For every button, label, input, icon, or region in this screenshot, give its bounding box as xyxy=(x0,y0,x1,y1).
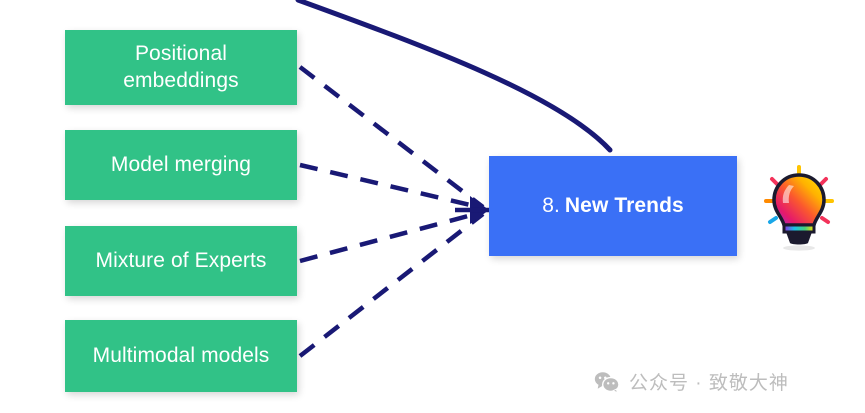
incoming-curve-edge xyxy=(295,0,613,153)
node-mixture-of-experts[interactable]: Mixture of Experts xyxy=(65,226,297,296)
node-label: Multimodal models xyxy=(92,343,270,367)
node-label: Model merging xyxy=(110,152,252,176)
dashed-edge-positional xyxy=(298,65,485,209)
edge-arrowhead xyxy=(470,196,489,224)
watermark: 公众号 · 致敬大神 xyxy=(594,368,789,395)
watermark-text: 公众号 · 致敬大神 xyxy=(629,373,789,394)
dashed-edge-mixture-of-experts xyxy=(299,209,484,264)
dashed-edge-model-merging xyxy=(299,162,484,211)
node-label: New Trends xyxy=(564,194,684,217)
node-multimodal-models[interactable]: Multimodal models xyxy=(65,320,297,392)
node-index: 8. xyxy=(542,194,560,217)
node-model-merging[interactable]: Model merging xyxy=(65,130,297,200)
wechat-icon xyxy=(594,371,620,393)
lightbulb-icon xyxy=(764,165,834,251)
node-new-trends[interactable]: 8.New Trends xyxy=(489,156,737,256)
node-label: Mixture of Experts xyxy=(95,248,267,272)
dashed-edge-multimodal xyxy=(298,212,485,358)
